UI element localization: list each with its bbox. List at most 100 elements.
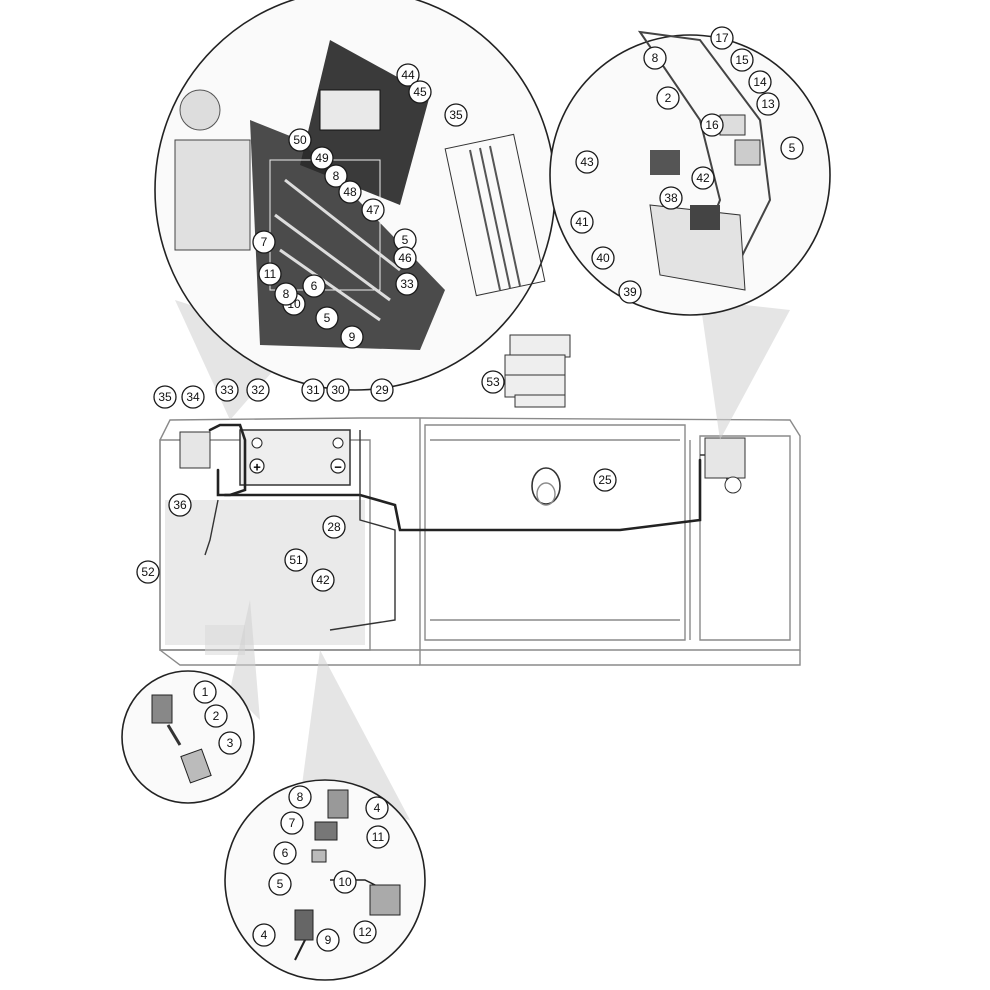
callout-51: 51 <box>284 548 308 572</box>
callout-6: 6 <box>273 841 297 865</box>
callout-number: 29 <box>375 383 389 397</box>
callout-1: 1 <box>193 680 217 704</box>
callout-16: 16 <box>700 113 724 137</box>
callout-number: 39 <box>623 285 637 299</box>
callout-number: 51 <box>289 553 303 567</box>
callout-36: 36 <box>168 493 192 517</box>
callout-number: 1 <box>202 685 209 699</box>
callout-6: 6 <box>302 274 326 298</box>
callout-number: 11 <box>264 267 277 281</box>
callout-41: 41 <box>570 210 594 234</box>
callout-number: 31 <box>306 383 320 397</box>
callout-number: 44 <box>401 68 415 82</box>
callout-40: 40 <box>591 246 615 270</box>
callout-number: 33 <box>220 383 234 397</box>
callout-number: 10 <box>338 875 352 889</box>
callout-number: 17 <box>715 31 729 45</box>
callout-5: 5 <box>780 136 804 160</box>
callout-number: 47 <box>366 203 380 217</box>
callout-number: 13 <box>761 97 775 111</box>
callout-17: 17 <box>710 26 734 50</box>
callout-8: 8 <box>643 46 667 70</box>
callout-number: 40 <box>596 251 610 265</box>
callout-42: 42 <box>311 568 335 592</box>
callout-7: 7 <box>252 230 276 254</box>
battery: + − <box>239 429 351 486</box>
callout-11: 11 <box>366 825 390 849</box>
callout-number: 28 <box>327 520 341 534</box>
callout-14: 14 <box>748 70 772 94</box>
callout-31: 31 <box>301 378 325 402</box>
battery-minus-symbol: − <box>334 460 342 475</box>
callout-33: 33 <box>215 378 239 402</box>
callout-48: 48 <box>338 180 362 204</box>
callout-number: 49 <box>315 151 329 165</box>
callout-25: 25 <box>593 468 617 492</box>
callout-number: 46 <box>398 251 412 265</box>
callout-number: 9 <box>325 933 332 947</box>
callout-number: 33 <box>400 277 414 291</box>
callout-number: 38 <box>664 191 678 205</box>
callout-52: 52 <box>136 560 160 584</box>
callout-layer: 4445355049848475463395106811781721516141… <box>136 26 804 952</box>
callout-number: 5 <box>402 233 409 247</box>
callout-number: 6 <box>311 279 318 293</box>
callout-number: 36 <box>173 498 187 512</box>
callout-9: 9 <box>340 325 364 349</box>
callout-8: 8 <box>274 282 298 306</box>
callout-29: 29 <box>370 378 394 402</box>
callout-number: 5 <box>324 311 331 325</box>
callout-33: 33 <box>395 272 419 296</box>
callout-number: 16 <box>705 118 719 132</box>
callout-number: 52 <box>141 565 155 579</box>
callout-38: 38 <box>659 186 683 210</box>
callout-2: 2 <box>656 86 680 110</box>
callout-2: 2 <box>204 704 228 728</box>
callout-number: 12 <box>358 925 372 939</box>
callout-number: 7 <box>261 235 268 249</box>
callout-9: 9 <box>316 928 340 952</box>
callout-43: 43 <box>575 150 599 174</box>
detail-small-left <box>121 670 255 804</box>
callout-28: 28 <box>322 515 346 539</box>
callout-10: 10 <box>333 870 357 894</box>
callout-number: 4 <box>261 928 268 942</box>
connector-group <box>504 334 571 408</box>
callout-number: 35 <box>449 108 463 122</box>
callout-number: 14 <box>753 75 767 89</box>
callout-number: 25 <box>598 473 612 487</box>
callout-number: 42 <box>696 171 710 185</box>
callout-32: 32 <box>246 378 270 402</box>
detail-top-right <box>549 30 831 316</box>
callout-number: 3 <box>227 736 234 750</box>
callout-12: 12 <box>353 920 377 944</box>
callout-42: 42 <box>691 166 715 190</box>
callout-number: 6 <box>282 846 289 860</box>
callout-39: 39 <box>618 280 642 304</box>
callout-number: 15 <box>735 53 749 67</box>
callout-number: 8 <box>283 287 290 301</box>
callout-number: 5 <box>277 877 284 891</box>
callout-50: 50 <box>288 128 312 152</box>
callout-35: 35 <box>153 385 177 409</box>
callout-8: 8 <box>324 164 348 188</box>
callout-number: 5 <box>789 141 796 155</box>
callout-number: 42 <box>316 573 330 587</box>
callout-number: 8 <box>297 790 304 804</box>
callout-5: 5 <box>315 306 339 330</box>
callout-number: 7 <box>289 816 296 830</box>
callout-number: 41 <box>575 215 589 229</box>
callout-34: 34 <box>181 385 205 409</box>
callout-3: 3 <box>218 731 242 755</box>
callout-number: 50 <box>293 133 307 147</box>
main-wiring <box>179 423 746 631</box>
callout-30: 30 <box>326 378 350 402</box>
callout-number: 9 <box>349 330 356 344</box>
callout-4: 4 <box>252 923 276 947</box>
battery-plus-symbol: + <box>253 460 261 475</box>
callout-number: 53 <box>486 375 500 389</box>
callout-number: 43 <box>580 155 594 169</box>
callout-number: 2 <box>213 709 220 723</box>
callout-number: 8 <box>333 169 340 183</box>
